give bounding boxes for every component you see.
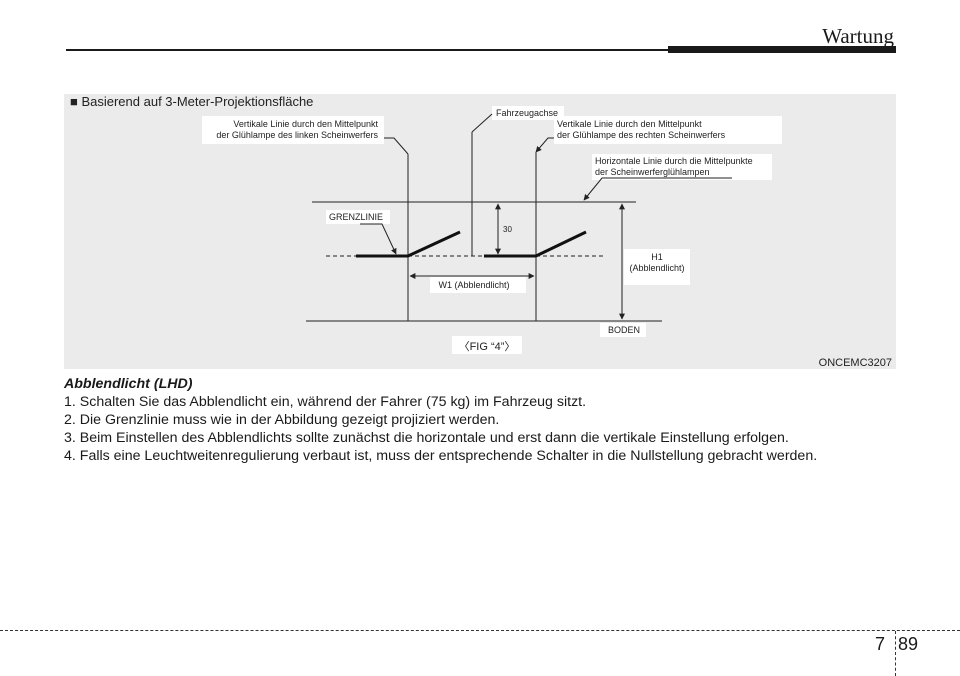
label-right-vertical-1: Vertikale Linie durch den Mittelpunkt (557, 119, 702, 129)
leader-right (535, 137, 554, 153)
leader-axis (471, 113, 493, 133)
step-2: 2. Die Grenzlinie muss wie in der Abbild… (64, 412, 500, 428)
headlight-aim-diagram: ■ Basierend auf 3-Meter-Projektionsfläch… (70, 94, 892, 369)
step-4: 4. Falls eine Leuchtweitenregulierung ve… (64, 448, 818, 464)
label-box-figref (452, 336, 522, 354)
leader-left (384, 137, 409, 155)
label-right-vertical-2: der Glühlampe des rechten Scheinwerfers (557, 130, 726, 140)
label-30: 30 (503, 225, 512, 234)
label-h1-sub: (Abblendlicht) (629, 263, 684, 273)
leader-cutoff (360, 223, 397, 255)
label-box-axis (492, 106, 564, 120)
figure-caption: ■ Basierend auf 3-Meter-Projektionsfläch… (70, 94, 313, 109)
label-box-right (554, 116, 782, 144)
label-h1: H1 (651, 252, 663, 262)
label-box-cutoff (326, 210, 390, 224)
footer-dashed-rule (0, 630, 960, 631)
label-box-ground (600, 323, 646, 337)
figure-code: ONCEMC3207 (819, 357, 892, 369)
leader-horizontal (583, 177, 732, 201)
headlight-aim-figure: ■ Basierend auf 3-Meter-Projektionsfläch… (64, 94, 896, 369)
header-rule (66, 49, 896, 51)
label-left-vertical-1: Vertikale Linie durch den Mittelpunkt (233, 119, 378, 129)
label-horizontal-1: Horizontale Linie durch die Mittelpunkte (595, 156, 753, 166)
figure-reference: 〈FIG “4”〉 (459, 340, 516, 353)
chapter-title: Wartung (822, 24, 894, 48)
label-horizontal-2: der Scheinwerferglühlampen (595, 167, 710, 177)
step-3: 3. Beim Einstellen des Abblendlichts sol… (64, 430, 789, 446)
label-box-h1 (624, 249, 690, 285)
label-box-w1 (430, 277, 526, 293)
chapter-number: 7 (875, 634, 886, 654)
label-box-horizontal (592, 154, 772, 180)
cutoff-pattern-right (484, 230, 587, 258)
label-vehicle-axis: Fahrzeugachse (496, 108, 558, 118)
label-w1: W1 (Abblendlicht) (438, 280, 509, 290)
instruction-text: Abblendlicht (LHD) 1. Schalten Sie das A… (64, 375, 904, 465)
step-1: 1. Schalten Sie das Abblendlicht ein, wä… (64, 394, 587, 410)
page-number: 89 (898, 634, 919, 654)
label-left-vertical-2: der Glühlampe des linken Scheinwerfers (216, 130, 378, 140)
header-bar (668, 46, 896, 53)
section-heading: Abblendlicht (LHD) (64, 376, 193, 392)
label-cutoff-line: GRENZLINIE (329, 212, 383, 222)
footer-dashed-divider (895, 631, 896, 676)
label-box-left (202, 116, 384, 144)
label-ground: BODEN (608, 325, 640, 335)
cutoff-pattern-left (356, 230, 461, 258)
